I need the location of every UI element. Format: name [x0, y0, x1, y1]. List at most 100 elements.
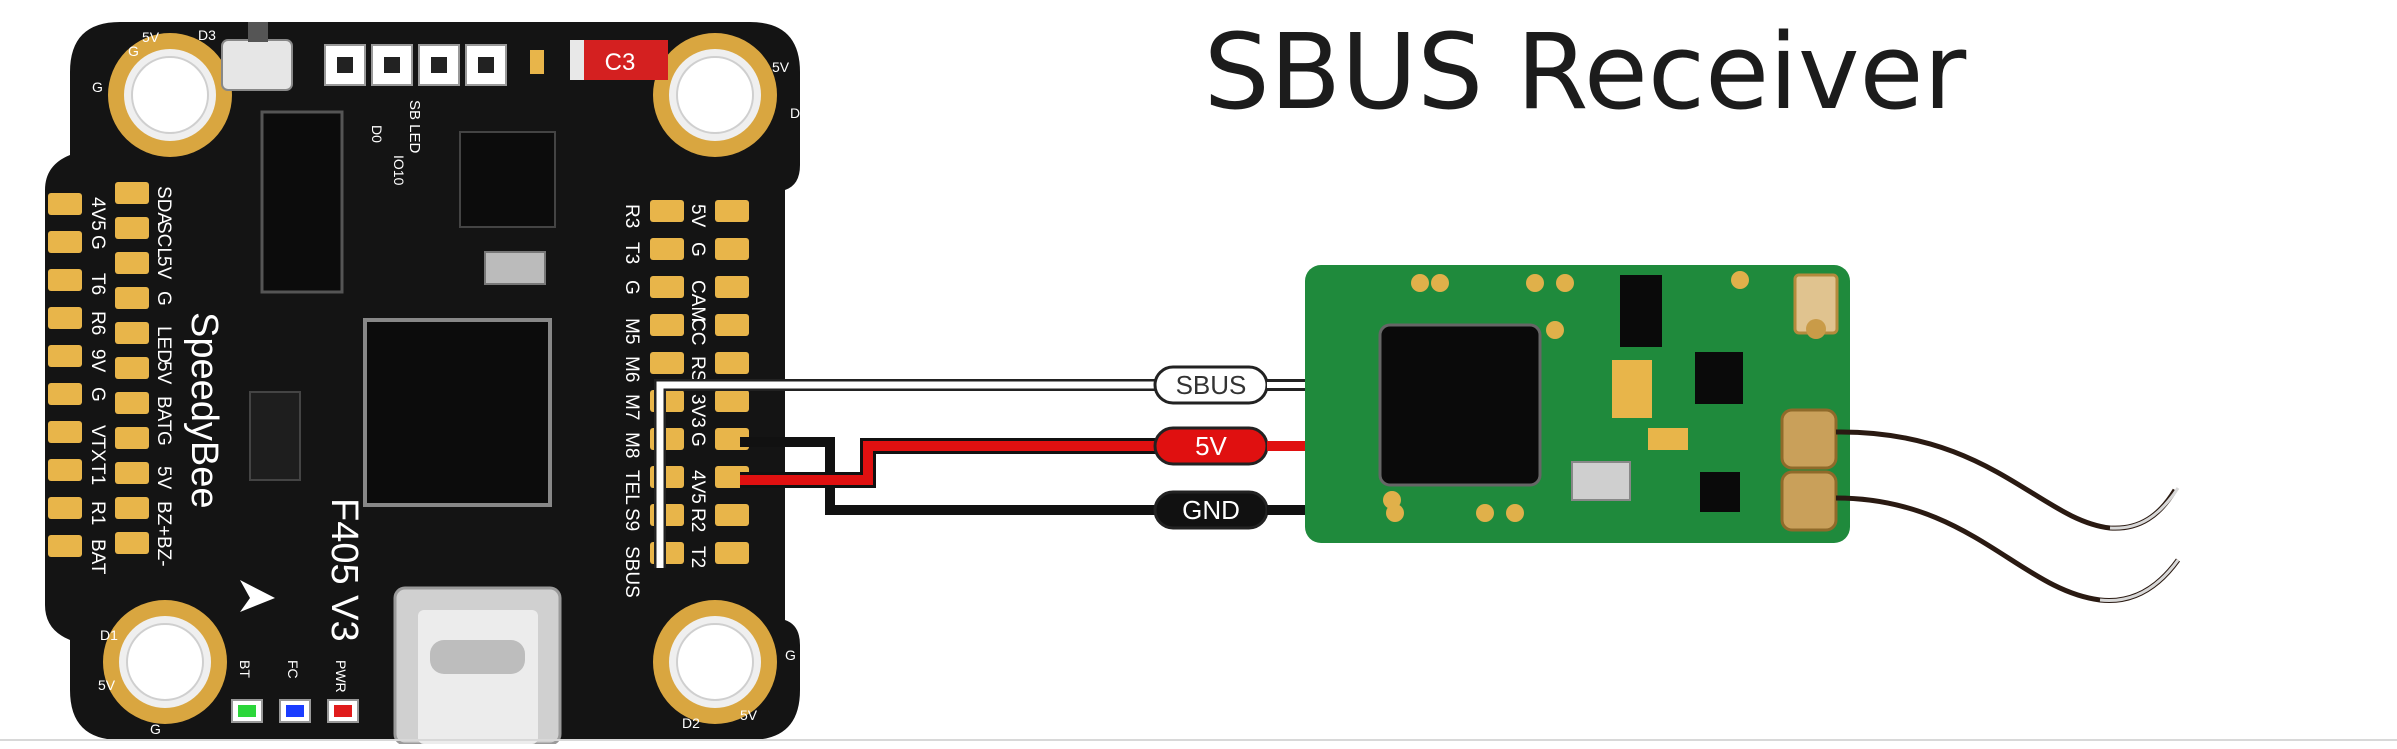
solder-pad [115, 462, 149, 484]
receiver-pad [1731, 271, 1749, 289]
solder-pad [115, 182, 149, 204]
pad-label: RS [687, 356, 708, 382]
pad-label: T6 [87, 273, 108, 295]
solder-pad [48, 193, 82, 215]
pad-label: G [153, 291, 174, 306]
pad-label: BZ+ [153, 501, 174, 536]
mount-hole-top-left [108, 33, 232, 157]
corner-label: 5V [142, 29, 160, 45]
pad-label: G [87, 235, 108, 250]
pad-label: M7 [621, 394, 642, 420]
solder-pad [48, 269, 82, 291]
svg-text:C3: C3 [605, 49, 636, 76]
receiver-pad [1506, 504, 1524, 522]
corner-label: G [92, 79, 103, 95]
usb-c-port [393, 586, 562, 746]
pad-label: SBUS [621, 546, 642, 598]
status-led-color [286, 705, 304, 717]
pad-label: G [153, 431, 174, 446]
pad-label: SDA [153, 186, 174, 225]
svg-text:D0: D0 [369, 125, 385, 143]
pad-label: G [621, 280, 642, 295]
antenna-wire-2 [1835, 495, 2181, 604]
svg-text:IO10: IO10 [391, 155, 407, 186]
fc-brand: SpeedyBee [183, 312, 225, 509]
solder-pad [48, 497, 82, 519]
solder-pad [715, 352, 749, 374]
pad-label: 3V3 [687, 394, 708, 428]
pad-labels: 4V5GT6R69VGVTXT1R1BATSDASCL5VGLED5VBATG5… [87, 186, 708, 598]
wire-5v [740, 438, 1165, 488]
chip-small [249, 391, 301, 481]
receiver-pad [1556, 274, 1574, 292]
pad-label: M8 [621, 432, 642, 458]
receiver-pad [1411, 274, 1429, 292]
pad-label: T2 [687, 546, 708, 568]
pad-label: 4V5 [87, 197, 108, 231]
chip-baro [459, 131, 556, 228]
mount-hole-top-right [653, 33, 777, 157]
corner-label: D4 [790, 105, 808, 121]
solder-pad [715, 200, 749, 222]
wire-sbus [654, 379, 1320, 568]
pad-label: BAT [153, 396, 174, 432]
solder-pad [650, 276, 684, 298]
svg-text:SB LED: SB LED [406, 100, 423, 154]
receiver-pad [1546, 321, 1564, 339]
solder-pad [48, 459, 82, 481]
pad-label: 9V [87, 349, 108, 373]
pad-label: G [687, 432, 708, 447]
solder-pad [115, 532, 149, 554]
led-label: BT [237, 660, 253, 678]
receiver-pads [1383, 271, 1749, 522]
pad-label: M5 [621, 318, 642, 344]
receiver-mcu [1378, 323, 1542, 487]
solder-pad [715, 390, 749, 412]
solder-pad [115, 322, 149, 344]
receiver-pad [1431, 274, 1449, 292]
pad-label: CC [687, 318, 708, 345]
receiver-pad [1383, 491, 1401, 509]
solder-pad [715, 504, 749, 526]
solder-pad [715, 276, 749, 298]
status-led-color [238, 705, 256, 717]
led-strip [324, 44, 507, 86]
solder-pad [48, 307, 82, 329]
pad-label: M6 [621, 356, 642, 382]
receiver-pad [1526, 274, 1544, 292]
wire-label: 5V [1195, 431, 1227, 461]
capacitor-c3: C3 [570, 40, 668, 80]
pad-label: T3 [621, 242, 642, 264]
pad-label: 4V5 [687, 470, 708, 504]
mount-hole-bottom-left [103, 600, 227, 724]
pad-label: R6 [87, 311, 108, 335]
antenna-wire-1 [1835, 429, 2178, 531]
antenna-connector-2 [1780, 470, 1838, 532]
pad-label: T1 [87, 463, 108, 485]
page-title: SBUS Receiver [1204, 11, 1967, 133]
pad-label: 5V [687, 204, 708, 228]
corner-label: G [785, 647, 796, 663]
pad-label: R1 [87, 501, 108, 525]
pad-label: LED [153, 326, 174, 363]
pad-label: BZ- [153, 536, 174, 567]
pad-label: BAT [87, 539, 108, 575]
top-led-die [384, 57, 400, 73]
status-led-color [334, 705, 352, 717]
corner-label: G [150, 721, 161, 737]
crystal [484, 251, 546, 285]
corner-label: 5V [98, 677, 116, 693]
bottom-divider [0, 739, 2397, 741]
pad-label: 5V [153, 256, 174, 280]
corner-label: 5V [772, 59, 790, 75]
solder-pad [650, 200, 684, 222]
fc-model: F405 V3 [323, 498, 365, 642]
corner-label: 5V [740, 707, 758, 723]
pad-label: G [87, 387, 108, 402]
pad-label: S9 [621, 508, 642, 531]
solder-pad [650, 352, 684, 374]
pad-label: TEL [621, 470, 642, 505]
antenna-connector-1 [1780, 408, 1838, 470]
